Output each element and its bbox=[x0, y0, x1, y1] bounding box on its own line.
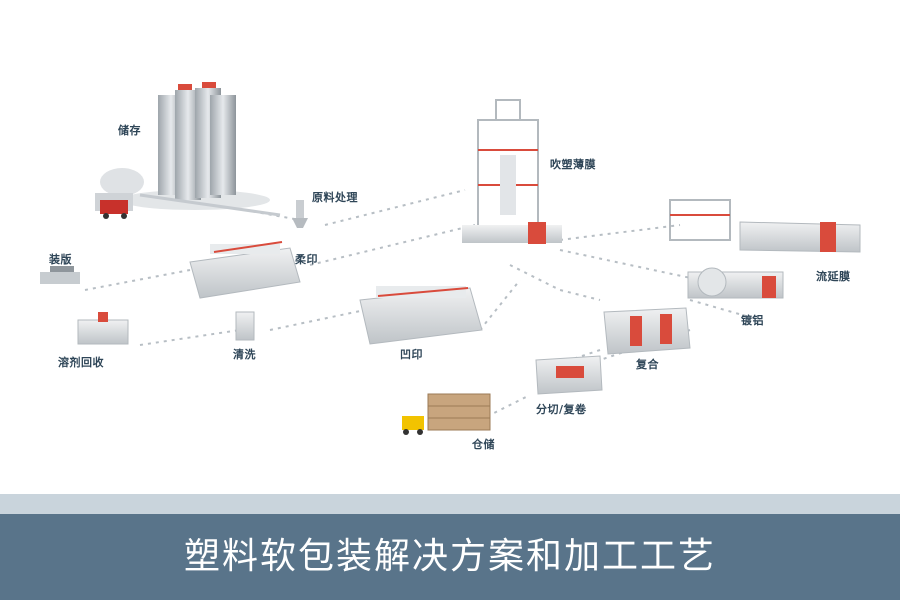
cast-film-line bbox=[669, 199, 861, 253]
label-flexo: 柔印 bbox=[295, 253, 318, 266]
label-gravure: 凹印 bbox=[400, 348, 423, 361]
label-lamination: 复合 bbox=[636, 358, 659, 371]
label-solvent-recovery: 溶剂回收 bbox=[58, 356, 104, 369]
laminator bbox=[603, 307, 691, 355]
process-illustration bbox=[40, 82, 861, 435]
banner-dark-band bbox=[0, 514, 900, 600]
solvent-recovery-unit bbox=[77, 312, 129, 345]
cleaning-machine bbox=[235, 311, 255, 341]
blown-film-tower bbox=[462, 99, 562, 244]
warehouse-racks bbox=[402, 393, 491, 435]
plate-mounting-machine bbox=[40, 266, 80, 284]
slitter-rewinder bbox=[535, 355, 603, 395]
label-slitting: 分切/复卷 bbox=[536, 403, 587, 416]
label-warehouse: 仓储 bbox=[472, 438, 495, 451]
label-metallizing: 镀铝 bbox=[741, 314, 764, 327]
label-plate-mounting: 装版 bbox=[49, 253, 72, 266]
raw-material-unit bbox=[292, 200, 308, 228]
label-raw-material: 原料处理 bbox=[312, 191, 358, 204]
label-blown-film: 吹塑薄膜 bbox=[550, 158, 596, 171]
process-diagram: 储存 原料处理 吹塑薄膜 装版 柔印 流延膜 镀铝 溶剂回收 清洗 凹印 复合 … bbox=[40, 82, 861, 451]
label-cleaning: 清洗 bbox=[233, 348, 256, 361]
label-storage: 储存 bbox=[118, 124, 141, 137]
flexo-press bbox=[189, 241, 301, 299]
metallizer bbox=[687, 267, 784, 299]
flow-arrows bbox=[84, 189, 761, 421]
banner-light-band bbox=[0, 494, 900, 514]
label-cast-film: 流延膜 bbox=[816, 270, 851, 283]
silo-group bbox=[120, 82, 281, 217]
banner-title: 塑料软包装解决方案和加工工艺 bbox=[183, 536, 716, 577]
gravure-press bbox=[359, 286, 483, 345]
tanker-truck bbox=[95, 168, 144, 219]
